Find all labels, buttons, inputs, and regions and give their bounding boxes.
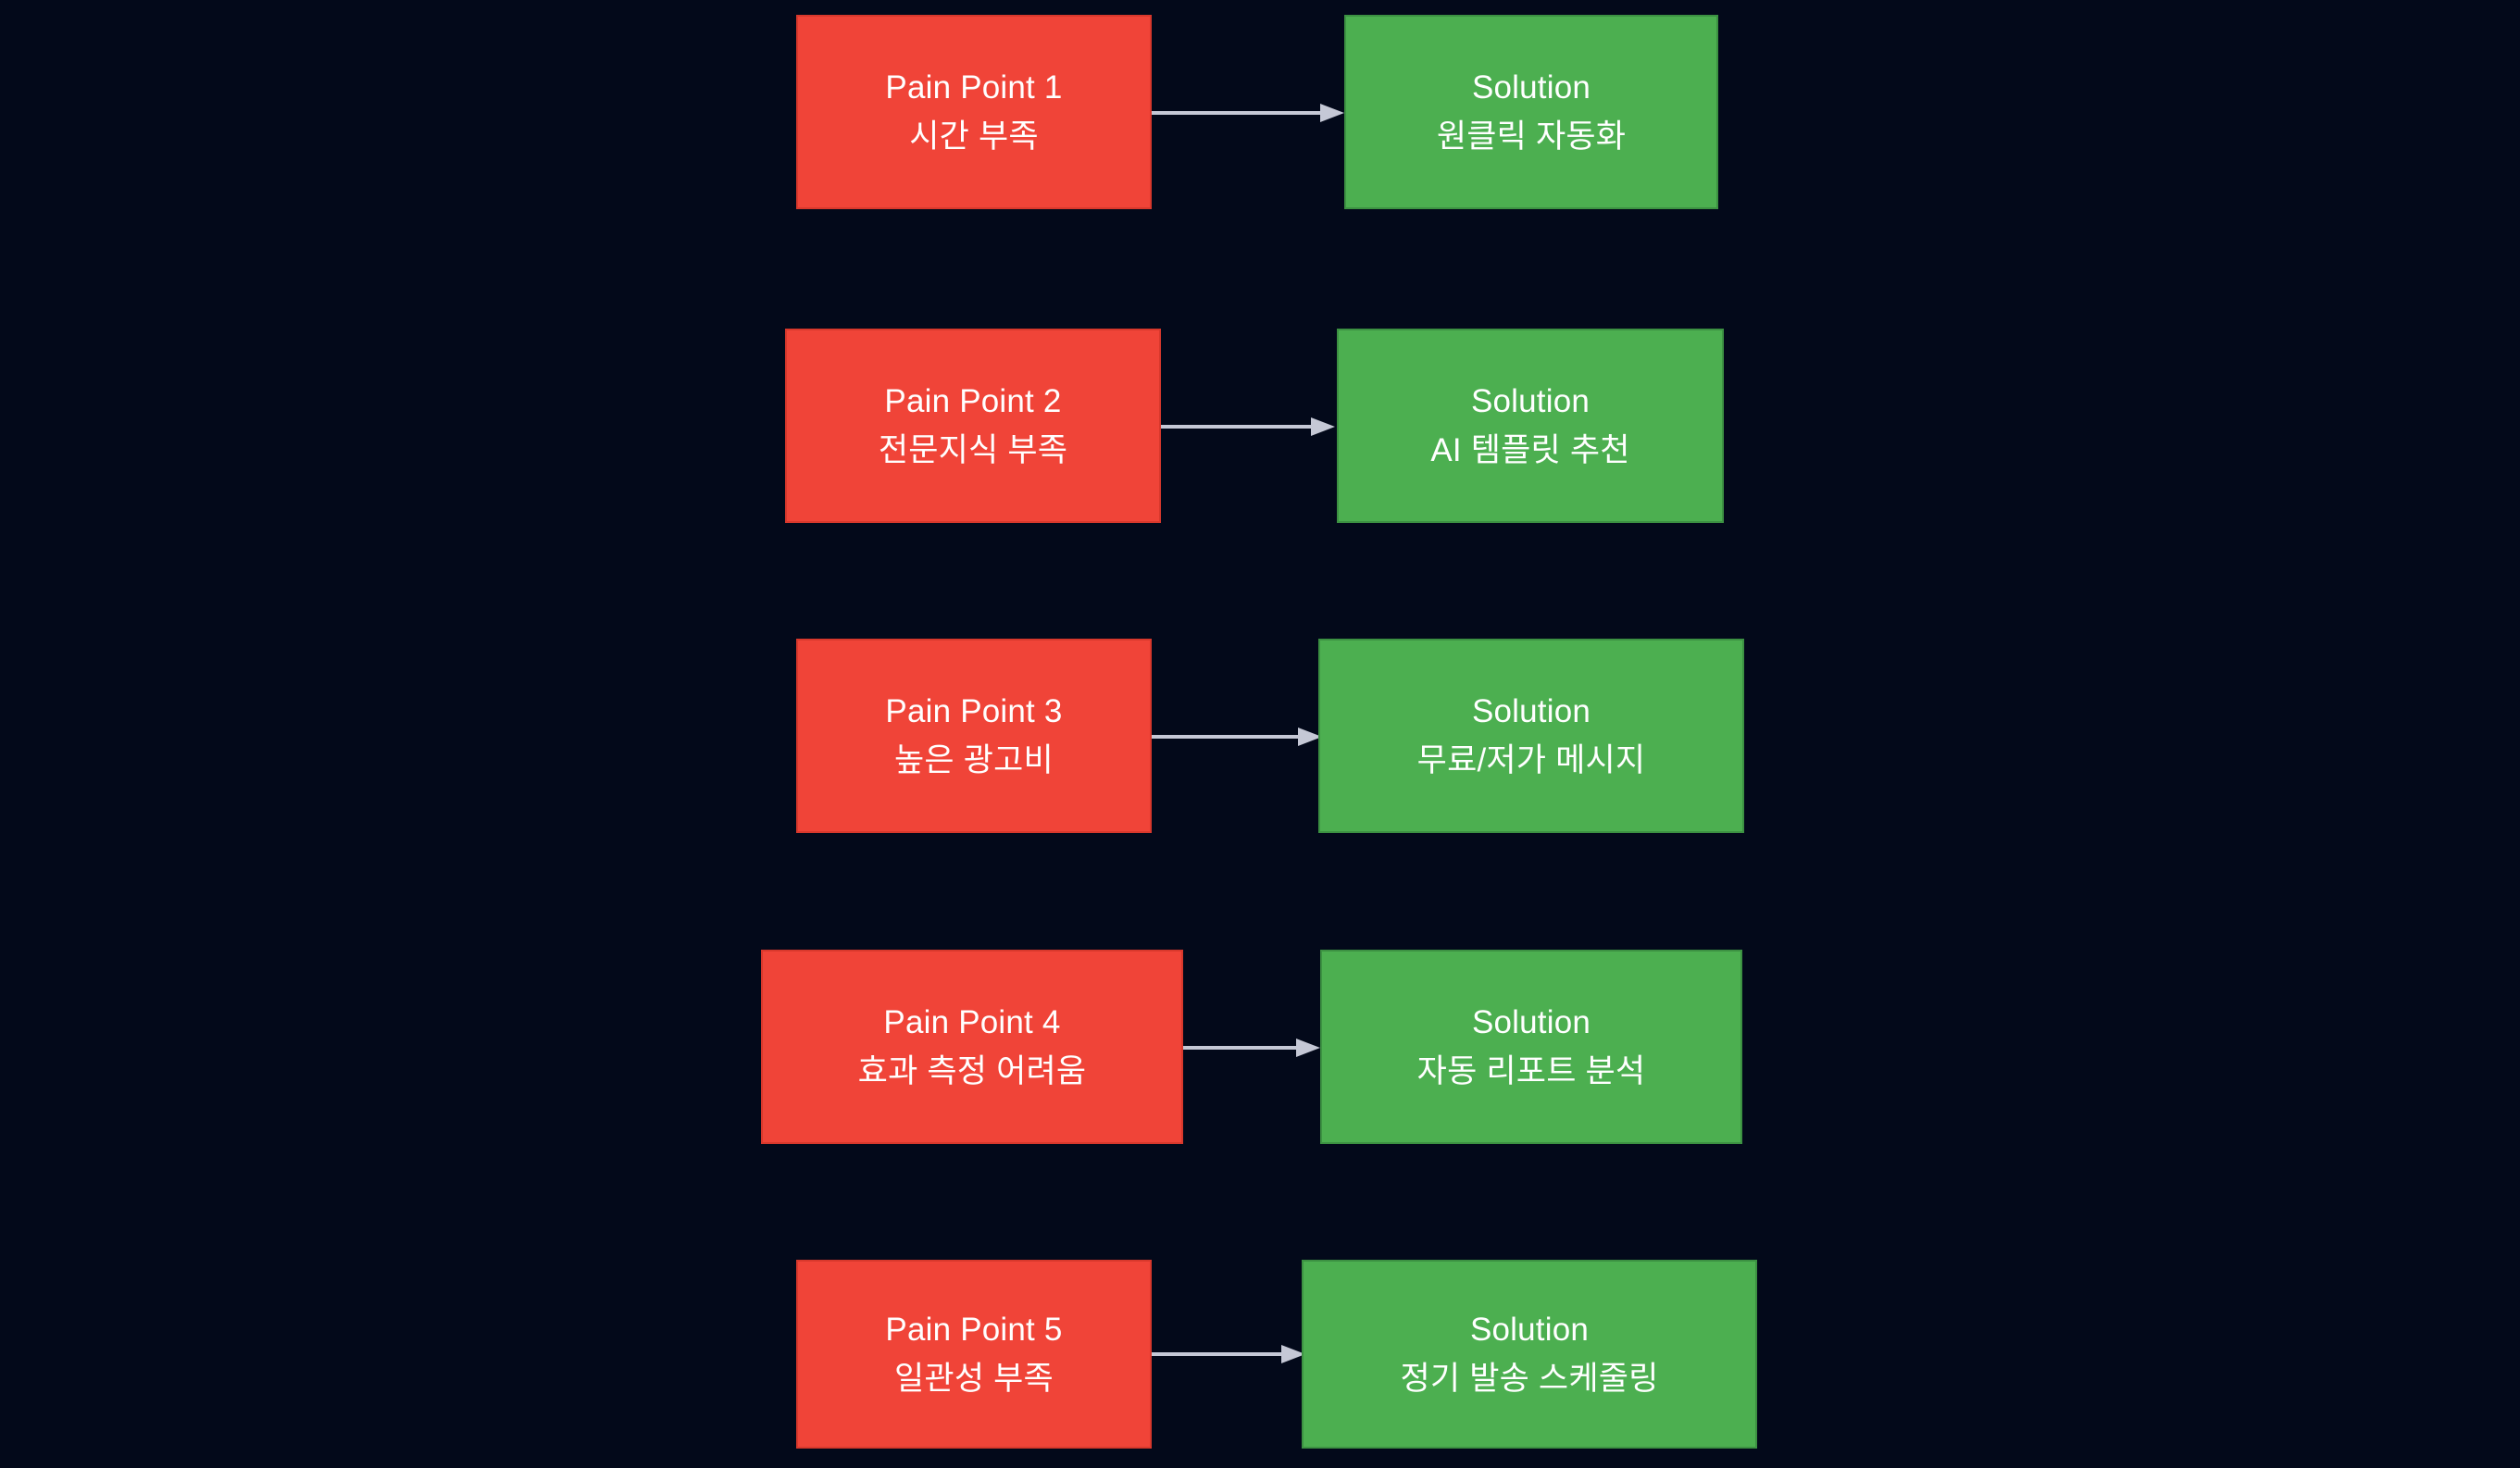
solution-node-4-title: Solution <box>1471 1003 1591 1040</box>
pain-point-node-5-detail: 일관성 부족 <box>894 1361 1054 1397</box>
solution-node-5-detail: 정기 발송 스케줄링 <box>1400 1361 1659 1397</box>
connector-arrow-3 <box>1152 727 1326 747</box>
pain-point-node-3-detail: 높은 광고비 <box>894 742 1054 778</box>
solution-node-2[interactable]: Solution AI 템플릿 추천 <box>1337 329 1724 523</box>
connector-arrow-1 <box>1152 103 1348 123</box>
solution-node-3-detail: 무료/저가 메시지 <box>1416 742 1646 778</box>
solution-node-1[interactable]: Solution 원클릭 자동화 <box>1344 15 1718 209</box>
solution-node-4-detail: 자동 리포트 분석 <box>1416 1053 1646 1089</box>
pain-point-node-4-title: Pain Point 4 <box>883 1003 1061 1040</box>
pain-point-node-5-title: Pain Point 5 <box>885 1311 1063 1348</box>
solution-node-5-title: Solution <box>1469 1311 1590 1348</box>
pain-point-node-1[interactable]: Pain Point 1 시간 부족 <box>796 15 1152 209</box>
pain-point-node-1-detail: 시간 부족 <box>909 118 1039 155</box>
solution-node-3-title: Solution <box>1471 692 1591 729</box>
solution-node-5[interactable]: Solution 정기 발송 스케줄링 <box>1302 1260 1757 1449</box>
solution-node-3[interactable]: Solution 무료/저가 메시지 <box>1318 639 1744 833</box>
solution-node-2-title: Solution <box>1470 382 1591 419</box>
pain-point-node-2-detail: 전문지식 부족 <box>878 432 1068 468</box>
pain-point-node-3[interactable]: Pain Point 3 높은 광고비 <box>796 639 1152 833</box>
pain-point-node-4[interactable]: Pain Point 4 효과 측정 어려움 <box>761 950 1183 1144</box>
pain-point-node-2[interactable]: Pain Point 2 전문지식 부족 <box>785 329 1161 523</box>
solution-node-1-title: Solution <box>1471 68 1591 106</box>
connector-arrow-2 <box>1161 417 1339 437</box>
solution-node-1-detail: 원클릭 자동화 <box>1436 118 1627 155</box>
pain-point-node-3-title: Pain Point 3 <box>885 692 1063 729</box>
pain-point-node-2-title: Pain Point 2 <box>884 382 1062 419</box>
pain-point-node-5[interactable]: Pain Point 5 일관성 부족 <box>796 1260 1152 1449</box>
pain-point-node-1-title: Pain Point 1 <box>885 68 1063 106</box>
connector-arrow-4 <box>1183 1038 1324 1058</box>
solution-node-2-detail: AI 템플릿 추천 <box>1430 432 1630 468</box>
connector-arrow-5 <box>1152 1344 1309 1364</box>
solution-node-4[interactable]: Solution 자동 리포트 분석 <box>1320 950 1742 1144</box>
pain-point-node-4-detail: 효과 측정 어려움 <box>857 1053 1087 1089</box>
